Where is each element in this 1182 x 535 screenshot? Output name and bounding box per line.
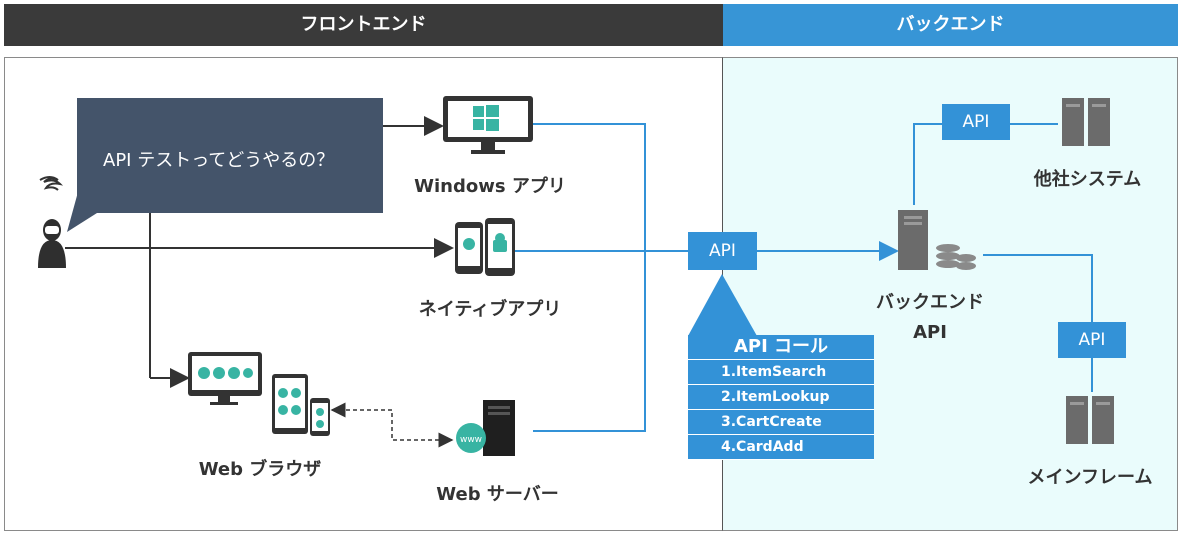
mobile-devices-icon	[455, 218, 515, 276]
other-company-servers-icon	[1062, 98, 1110, 146]
native-app-label: ネイティブアプリ	[418, 299, 562, 320]
web-browser-devices-icon	[188, 352, 330, 436]
windows-monitor-icon	[443, 96, 533, 154]
svg-text:www: www	[460, 435, 482, 445]
other-company-label: 他社システム	[1033, 169, 1142, 190]
api-gateway-box: API	[688, 232, 757, 270]
web-server-label: Web サーバー	[436, 484, 559, 505]
backend-header: バックエンド	[723, 4, 1178, 46]
windows-app-label: Windows アプリ	[414, 176, 566, 197]
api-call-item: 3.CartCreate	[688, 410, 874, 435]
api-call-list: API コール 1.ItemSearch 2.ItemLookup 3.Cart…	[688, 335, 874, 460]
backend-api-label-2: API	[913, 322, 947, 343]
frontend-header: フロントエンド	[4, 4, 723, 46]
web-browser-label: Web ブラウザ	[198, 459, 322, 480]
api-call-item: 2.ItemLookup	[688, 385, 874, 410]
api-call-item: 4.CardAdd	[688, 435, 874, 460]
backend-server-db-icon	[898, 210, 976, 270]
api-call-title: API コール	[688, 335, 874, 360]
mainframe-api-box: API	[1058, 322, 1126, 358]
mainframe-label: メインフレーム	[1027, 467, 1153, 488]
web-server-icon: www	[456, 400, 515, 456]
question-bubble: API テストってどうやるの？	[77, 98, 383, 213]
bubble-text: API テストってどうやるの？	[103, 150, 335, 171]
api-call-item: 1.ItemSearch	[688, 360, 874, 385]
confused-user-icon	[38, 176, 66, 268]
mainframe-servers-icon	[1066, 396, 1114, 444]
other-company-api-box: API	[942, 104, 1010, 140]
backend-api-label-1: バックエンド	[876, 292, 984, 313]
